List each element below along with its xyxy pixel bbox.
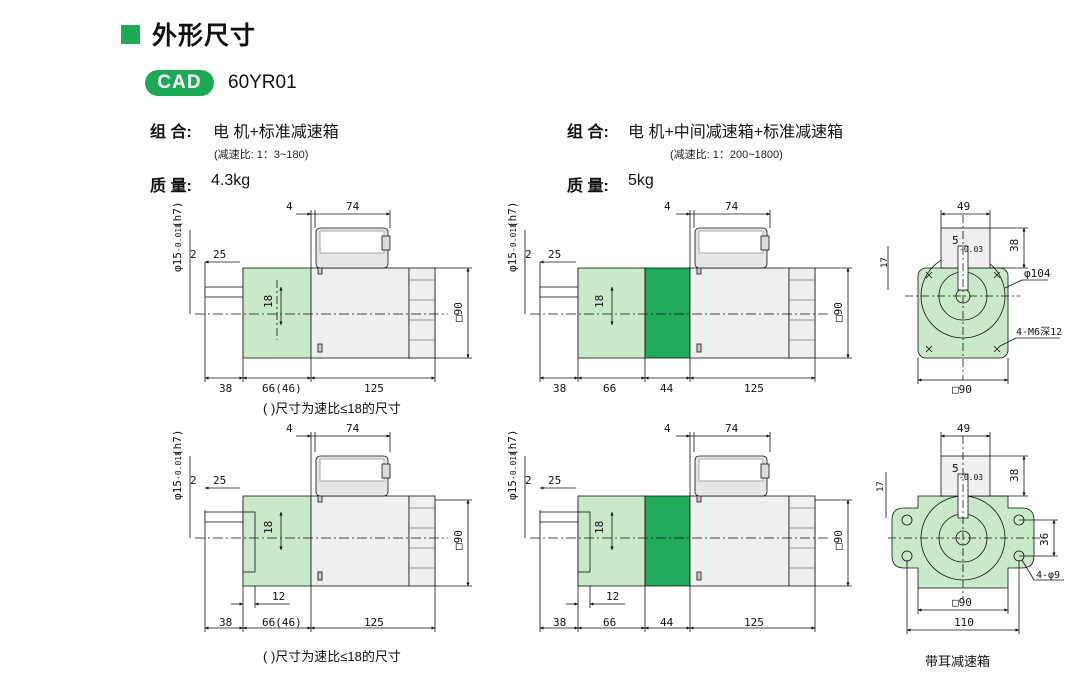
ear-dim-38: 38: [1008, 469, 1021, 482]
dim-38: 38: [553, 616, 566, 629]
ear-sq: □90: [952, 596, 972, 609]
dim-125: 125: [744, 616, 764, 629]
side-view-intermediate-bottom: [524, 432, 852, 632]
ear-key-height: 17: [876, 481, 886, 492]
dim-shaft-fit: (h7): [506, 202, 519, 229]
right-combo-label: 组 合:: [567, 124, 609, 141]
page-title: 外形尺寸: [152, 22, 257, 50]
left-mass-label: 质 量:: [150, 178, 192, 195]
dim-66-46: 66(46): [262, 382, 302, 395]
dim-4: 4: [286, 422, 293, 435]
dim-shaft-tol: -0.018: [174, 451, 183, 480]
side-view-intermediate-top-labels: 4 74 2 25 38 66 44 125 18 □90 φ15 -0.018…: [506, 200, 845, 395]
front-dim-38: 38: [1008, 239, 1021, 252]
ear-dim-49: 49: [957, 422, 970, 435]
front-view-ears-labels: 49 38 5 -0.03 17 36 4-φ9 □90 110: [876, 422, 1060, 629]
dim-2: 2: [190, 248, 197, 261]
dim-25: 25: [213, 474, 226, 487]
front-view-standard: [887, 210, 1060, 384]
front-dim-49: 49: [957, 200, 970, 213]
dim-90: □90: [832, 302, 845, 322]
side-view-standard-bottom-labels: 4 74 2 25 12 38 66(46) 125 18 □90 φ15 -0…: [171, 422, 465, 629]
dim-90: □90: [452, 302, 465, 322]
left-combo-label: 组 合:: [150, 124, 192, 141]
dim-shaft-tol: -0.018: [174, 223, 183, 252]
front-sq: □90: [952, 383, 972, 396]
dim-18: 18: [262, 295, 275, 308]
side-view-standard-top-labels: 4 74 2 25 38 66(46) 125 18 □90 φ15 -0.01…: [171, 200, 465, 395]
title-square-icon: [121, 25, 140, 44]
model-number: 60YR01: [228, 72, 297, 93]
front-pcd: φ104: [1024, 267, 1051, 280]
dim-shaft-dia: φ15: [506, 252, 519, 272]
ear-dim-36: 36: [1038, 533, 1051, 546]
dim-90: □90: [452, 530, 465, 550]
ear-key-tol: -0.03: [959, 473, 983, 482]
caption-top-left: ( )尺寸为速比≤18的尺寸: [263, 401, 401, 416]
side-view-intermediate-top: [524, 210, 852, 382]
left-ratio-note: (减速比: 1：3~180): [214, 149, 309, 161]
ear-dim-110: 110: [954, 616, 974, 629]
dim-44: 44: [660, 382, 674, 395]
dim-66-46: 66(46): [262, 616, 302, 629]
front-view-ears: [885, 432, 1064, 634]
side-view-standard-top: [189, 210, 472, 382]
dim-74: 74: [346, 422, 360, 435]
dim-2: 2: [525, 474, 532, 487]
dim-18: 18: [262, 521, 275, 534]
dim-74: 74: [346, 200, 360, 213]
dim-38: 38: [219, 616, 232, 629]
front-view-standard-labels: 49 38 5 -0.03 17 φ104 4-M6深12 □90: [880, 200, 1062, 396]
dim-shaft-dia: φ15: [171, 480, 184, 500]
dim-25: 25: [213, 248, 226, 261]
front-key-height: 17: [880, 257, 890, 268]
front-key-tol: -0.03: [959, 245, 983, 254]
dim-18: 18: [593, 295, 606, 308]
dim-shaft-fit: (h7): [506, 430, 519, 457]
ear-key-width: 5: [952, 462, 959, 475]
dim-44: 44: [660, 616, 674, 629]
dim-4: 4: [664, 200, 671, 213]
right-combo-value: 电 机+中间减速箱+标准减速箱: [628, 124, 844, 141]
dim-shaft-tol: -0.018: [509, 451, 518, 480]
dim-125: 125: [364, 616, 384, 629]
dim-90: □90: [832, 530, 845, 550]
dim-66: 66: [603, 382, 616, 395]
ear-holes: 4-φ9: [1036, 570, 1060, 581]
side-view-standard-bottom: [189, 432, 472, 632]
caption-bottom-left: ( )尺寸为速比≤18的尺寸: [263, 649, 401, 664]
dim-74: 74: [725, 422, 739, 435]
dim-12: 12: [272, 590, 285, 603]
dim-shaft-fit: (h7): [171, 430, 184, 457]
dim-2: 2: [190, 474, 197, 487]
front-key-width: 5: [952, 234, 959, 247]
right-mass-value: 5kg: [628, 172, 654, 189]
dim-shaft-tol: -0.018: [509, 223, 518, 252]
dim-shaft-dia: φ15: [506, 480, 519, 500]
caption-bottom-right: 带耳减速箱: [925, 654, 991, 669]
dim-74: 74: [725, 200, 739, 213]
dim-shaft-fit: (h7): [171, 202, 184, 229]
left-mass-value: 4.3kg: [211, 172, 251, 189]
dim-125: 125: [364, 382, 384, 395]
dim-25: 25: [548, 474, 561, 487]
dim-2: 2: [525, 248, 532, 261]
dim-38: 38: [219, 382, 232, 395]
right-ratio-note: (减速比: 1：200~1800): [670, 149, 783, 161]
dim-18: 18: [593, 521, 606, 534]
dim-12: 12: [606, 590, 619, 603]
front-holes: 4-M6深12: [1016, 326, 1062, 338]
dim-38: 38: [553, 382, 566, 395]
side-view-intermediate-bottom-labels: 4 74 2 25 12 38 66 44 125 18 □90 φ15 -0.…: [506, 422, 845, 629]
dim-shaft-dia: φ15: [171, 252, 184, 272]
right-mass-label: 质 量:: [567, 178, 609, 195]
dim-4: 4: [664, 422, 671, 435]
dim-66: 66: [603, 616, 616, 629]
dim-125: 125: [744, 382, 764, 395]
dim-25: 25: [548, 248, 561, 261]
dim-4: 4: [286, 200, 293, 213]
left-combo-value: 电 机+标准减速箱: [213, 124, 339, 141]
cad-badge[interactable]: CAD: [145, 70, 214, 96]
